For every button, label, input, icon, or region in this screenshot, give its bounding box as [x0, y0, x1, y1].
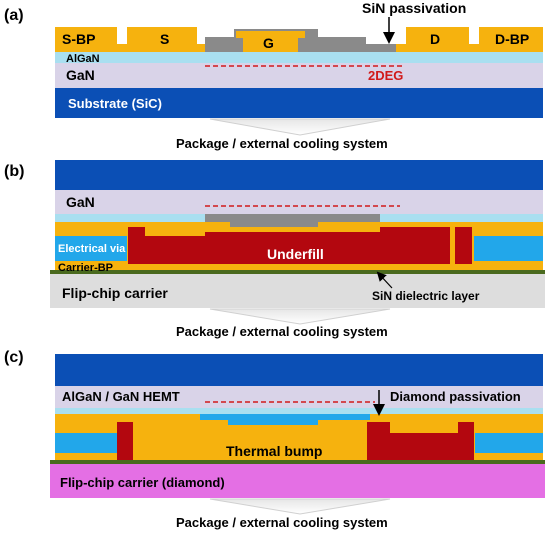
panel-c: (c) AlGaN / GaN HEMT Diamond passivation…	[4, 349, 545, 530]
underfill-region	[145, 227, 450, 264]
sin-dielectric-layer	[50, 270, 545, 274]
gate-contact	[243, 35, 298, 52]
underfill-label: Underfill	[267, 246, 324, 262]
panel-b-tag: (b)	[4, 163, 24, 180]
via-right-c	[475, 433, 543, 453]
thermal-pillar-right	[367, 422, 474, 460]
package-label-a: Package / external cooling system	[176, 136, 388, 151]
algan-label: AlGaN	[66, 53, 100, 65]
via-left-c	[55, 433, 117, 453]
electrical-via-right	[474, 236, 543, 261]
sbp-label: S-BP	[62, 31, 95, 47]
electrical-via-label: Electrical via	[58, 243, 126, 255]
algan-layer	[55, 52, 543, 63]
flip-chip-carrier-c	[50, 464, 545, 498]
panel-b: (b) GaN Electrical via Underfill Carrier…	[4, 160, 545, 339]
pad-gap-left	[117, 27, 127, 44]
substrate-layer-b	[55, 160, 543, 190]
package-label-b: Package / external cooling system	[176, 324, 388, 339]
panel-c-tag: (c)	[4, 349, 24, 366]
diamond-passivation-layer	[200, 414, 370, 425]
electrical-via-left	[55, 236, 127, 261]
carrier-bp-label: Carrier-BP	[58, 262, 113, 274]
package-arrow-b	[209, 308, 391, 325]
substrate-layer-c	[55, 354, 543, 386]
package-arrow-c	[209, 498, 391, 515]
gate-head	[236, 31, 305, 38]
panel-a: (a) S-BP S G D D-BP AlGaN GaN 2DEG Subst…	[4, 0, 543, 151]
substrate-layer	[55, 88, 543, 118]
flip-chip-carrier-label-c: Flip-chip carrier (diamond)	[60, 475, 225, 490]
dielectric-strip-c	[50, 460, 545, 464]
flip-chip-carrier-label-b: Flip-chip carrier	[62, 285, 168, 301]
gan-label-b: GaN	[66, 194, 95, 210]
sin-dielectric-arrow	[376, 271, 393, 289]
gate-label: G	[263, 35, 274, 51]
substrate-label: Substrate (SiC)	[68, 96, 162, 111]
hemt-layer-c	[55, 386, 543, 408]
diamond-passivation-label: Diamond passivation	[390, 389, 521, 404]
via-pillar-right	[455, 227, 472, 264]
pad-gap-right	[469, 27, 479, 44]
gan-label: GaN	[66, 67, 95, 83]
carrier-bp-strip	[55, 264, 543, 270]
twodeg-label: 2DEG	[368, 68, 403, 83]
panel-a-tag: (a)	[4, 7, 24, 24]
dbp-label: D-BP	[495, 31, 529, 47]
sin-passivation-b	[205, 214, 380, 227]
via-pillar-left	[128, 227, 145, 264]
thermal-bump-label: Thermal bump	[226, 443, 322, 459]
source-label: S	[160, 31, 169, 47]
hemt-label: AlGaN / GaN HEMT	[62, 389, 180, 404]
gan-layer-b	[55, 190, 543, 214]
sin-passivation-label: SiN passivation	[362, 0, 466, 16]
flip-chip-carrier-b	[50, 274, 545, 308]
pillar-left-c	[117, 422, 133, 460]
drain-label: D	[430, 31, 440, 47]
package-arrow-a	[209, 118, 391, 136]
algan-layer-c	[55, 408, 543, 414]
gan-layer	[55, 63, 543, 88]
package-label-c: Package / external cooling system	[176, 515, 388, 530]
sin-dielectric-label: SiN dielectric layer	[372, 289, 480, 303]
